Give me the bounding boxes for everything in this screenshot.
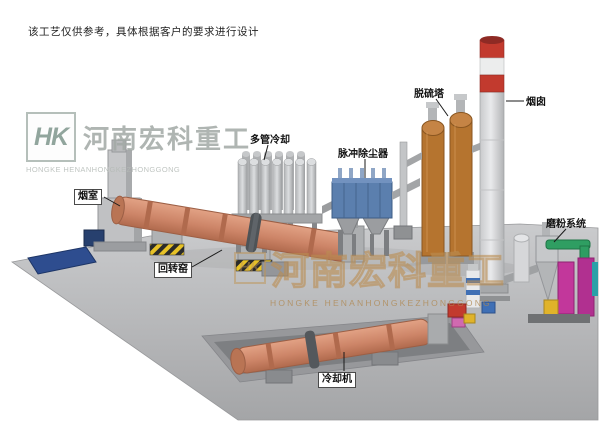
multi-tube-cooler-graphic	[231, 151, 338, 253]
tower-2	[449, 119, 473, 257]
cyclone-cone	[535, 261, 559, 302]
auxiliary-units	[447, 264, 510, 328]
mill-unit-2	[577, 257, 595, 317]
label-multi-tube-cooler: 多管冷却	[250, 135, 290, 146]
fan-and-stack	[393, 141, 413, 240]
kiln-drive-unit	[261, 261, 289, 277]
label-desulfurization-tower: 脱硫塔	[414, 89, 444, 100]
label-rotary-kiln: 回转窑	[154, 262, 192, 278]
label-chimney: 烟囱	[526, 97, 546, 108]
blue-ground-mat	[27, 246, 97, 275]
disclaimer-text: 该工艺仅供参考，具体根据客户的要求进行设计	[28, 26, 259, 38]
brand-company-name-en: HONGKE HENANHONGKEZHONGGONG	[26, 165, 181, 174]
cooling-machine-tyre	[304, 330, 320, 369]
brand-watermark: HK 河南宏科重工 HONGKE HENANHONGKEZHONGGONG	[26, 112, 251, 174]
hk-logo-icon: HK	[26, 112, 76, 162]
chimney-graphic	[475, 36, 509, 294]
collector-body	[331, 181, 393, 219]
chimney-red-band-lower	[479, 74, 505, 93]
label-pulse-dust-collector: 脉冲除尘器	[338, 149, 388, 160]
green-pipe-horizontal	[545, 239, 591, 250]
tower-1	[421, 127, 445, 257]
mill-unit-1	[557, 261, 575, 315]
cooling-machine-graphic	[230, 313, 449, 384]
discharge-hood	[427, 313, 449, 345]
pulse-dust-collector-graphic	[331, 168, 420, 256]
label-smoke-chamber: 烟室	[74, 189, 102, 205]
brand-company-name: 河南宏科重工	[83, 123, 252, 154]
label-cooling-machine: 冷却机	[318, 372, 356, 388]
label-leader-lines	[103, 98, 567, 371]
label-grinding-system: 磨粉系统	[546, 219, 586, 230]
desulfurization-tower-graphic	[407, 94, 482, 264]
grinding-system-graphic	[504, 222, 598, 323]
